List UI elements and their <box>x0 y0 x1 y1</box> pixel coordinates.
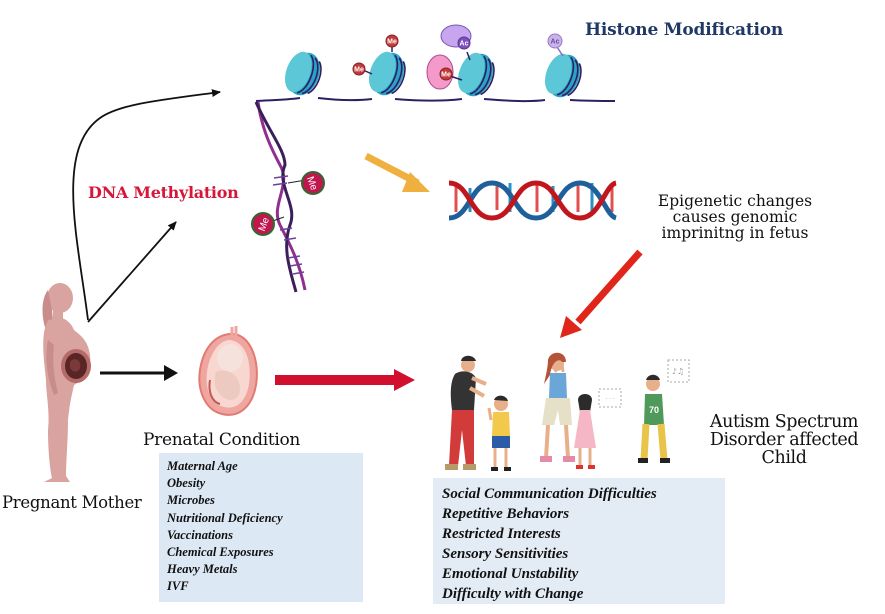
prenatal-condition-label: Prenatal Condition <box>143 430 301 450</box>
asd-trait-item: Sensory Sensitivities <box>442 546 569 562</box>
svg-text:Me: Me <box>304 175 319 192</box>
acetyl-mark-icon <box>457 36 471 50</box>
chromatin-illustration: Me Me Ac Me Ac <box>255 24 616 103</box>
prenatal-factor-item: Nutritional Deficiency <box>167 510 283 525</box>
epigenetic-label-line: Epigenetic changes <box>657 192 813 210</box>
svg-text:· · ·: · · · <box>605 396 614 402</box>
svg-text:70: 70 <box>649 405 659 415</box>
asd-label-line: Disorder affected <box>709 430 859 450</box>
nucleosome <box>284 51 322 96</box>
prenatal-factor-item: Chemical Exposures <box>167 545 274 560</box>
arrow-mother-to-dna-methylation <box>87 221 177 323</box>
methyl-mark-icon <box>385 34 399 48</box>
girl-figure: · · · <box>574 388 622 469</box>
asd-label-line: Child <box>761 448 807 468</box>
svg-text:Me: Me <box>257 216 272 233</box>
asd-child-label: Autism Spectrum Disorder affected Child <box>694 413 874 467</box>
arrow-mother-to-histone <box>72 89 221 321</box>
dna-double-helix <box>448 180 618 221</box>
dna-methylation-label: DNA Methylation <box>88 183 239 202</box>
asd-label-line: Autism Spectrum <box>709 412 859 432</box>
svg-text:Ac: Ac <box>460 41 469 48</box>
asd-trait-item: Difficulty with Change <box>442 586 584 602</box>
asd-trait-item: Emotional Unstability <box>442 566 579 582</box>
nucleosome <box>544 53 582 98</box>
boy-covering-ears-figure: 70 ♪♫ <box>638 359 690 463</box>
epigenetic-changes-label: Epigenetic changes causes genomic imprin… <box>650 193 820 241</box>
arrow-histone-to-dna <box>364 152 430 192</box>
svg-text:Me: Me <box>354 67 364 74</box>
father-figure <box>445 355 487 470</box>
boy-figure <box>487 395 511 471</box>
prenatal-factor-item: Obesity <box>167 476 206 491</box>
svg-text:Me: Me <box>387 39 397 46</box>
prenatal-factor-item: Heavy Metals <box>167 562 238 577</box>
methyl-mark-icon <box>251 212 275 236</box>
asd-trait-item: Social Communication Difficulties <box>442 486 657 502</box>
methyl-mark-icon <box>439 67 453 81</box>
arrow-epigenetic-to-child <box>560 249 643 338</box>
prenatal-factors-list: Maternal Age Obesity Microbes Nutritiona… <box>167 458 363 596</box>
nucleosome <box>368 51 406 96</box>
svg-text:Ac: Ac <box>551 39 560 46</box>
asd-traits-box: Social Communication Difficulties Repeti… <box>433 478 725 604</box>
prenatal-factor-item: IVF <box>167 579 189 594</box>
asd-traits-list: Social Communication Difficulties Repeti… <box>442 484 725 604</box>
svg-text:♪♫: ♪♫ <box>672 367 684 376</box>
prenatal-factor-item: Microbes <box>167 493 215 508</box>
pregnant-mother-illustration <box>42 283 91 482</box>
fetus-in-womb-illustration <box>198 326 258 416</box>
acetyl-mark-icon <box>547 33 563 49</box>
prenatal-factors-box: Maternal Age Obesity Microbes Nutritiona… <box>159 453 363 602</box>
methyl-mark-icon <box>301 171 325 195</box>
histone-modification-label: Histone Modification <box>585 20 784 40</box>
prenatal-factor-item: Vaccinations <box>167 527 233 542</box>
nucleosome <box>457 52 495 97</box>
methyl-mark-icon <box>352 62 366 76</box>
prenatal-factor-item: Maternal Age <box>167 459 238 473</box>
arrow-mother-to-prenatal <box>100 365 178 381</box>
asd-trait-item: Repetitive Behaviors <box>442 506 570 522</box>
asd-trait-item: Restricted Interests <box>442 526 561 542</box>
epigenetic-label-line: causes genomic <box>672 208 798 226</box>
methylated-dna-helix: Me Me <box>251 101 325 293</box>
woman-figure <box>540 352 575 462</box>
pregnant-mother-label: Pregnant Mother <box>2 493 142 512</box>
arrow-prenatal-to-child <box>275 369 415 391</box>
epigenetic-label-line: imprinitng in fetus <box>661 224 809 242</box>
autism-children-scene: · · · 70 ♪♫ <box>445 352 690 471</box>
svg-text:Me: Me <box>441 72 451 79</box>
